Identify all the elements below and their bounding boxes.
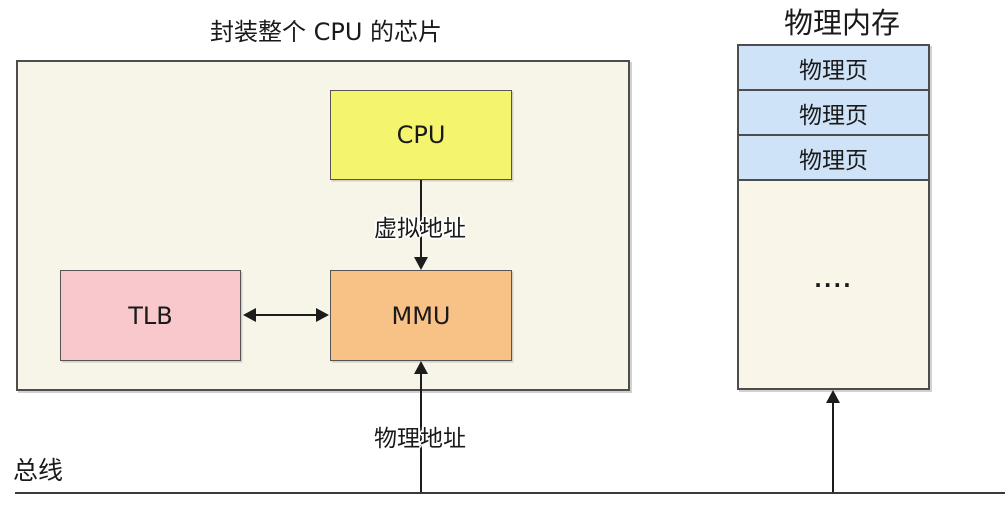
tlb-mmu-line bbox=[252, 314, 320, 316]
physical-page-cell: 物理页 bbox=[739, 46, 928, 91]
physical-page-label: 物理页 bbox=[799, 147, 868, 174]
physical-memory-box: 物理页 物理页 物理页 .... bbox=[737, 44, 930, 390]
memory-arrowhead-icon bbox=[826, 390, 840, 403]
mmu-label: MMU bbox=[391, 301, 451, 330]
tlb-box: TLB bbox=[60, 270, 241, 361]
mmu-box: MMU bbox=[330, 270, 512, 361]
bus-line bbox=[15, 492, 1005, 494]
physical-address-label: 物理地址 bbox=[374, 426, 466, 452]
virtual-address-label: 虚拟地址 bbox=[374, 216, 466, 242]
bus-label: 总线 bbox=[13, 456, 64, 485]
physical-page-label: 物理页 bbox=[799, 102, 868, 129]
cpu-label: CPU bbox=[396, 121, 446, 149]
memory-title: 物理内存 bbox=[783, 6, 900, 40]
physical-address-arrowhead-icon bbox=[414, 361, 428, 374]
tlb-label: TLB bbox=[128, 301, 173, 330]
chip-title: 封装整个 CPU 的芯片 bbox=[209, 18, 443, 46]
physical-page-cell: 物理页 bbox=[739, 91, 928, 136]
physical-page-label: 物理页 bbox=[799, 57, 868, 84]
memory-bus-line bbox=[832, 401, 834, 493]
physical-page-cell: 物理页 bbox=[739, 136, 928, 181]
physical-address-line bbox=[420, 372, 422, 493]
virtual-address-line bbox=[420, 180, 422, 258]
tlb-arrowhead-icon bbox=[243, 308, 256, 322]
virtual-address-arrowhead-icon bbox=[414, 257, 428, 270]
mmu-arrowhead-icon bbox=[316, 308, 329, 322]
cpu-box: CPU bbox=[330, 90, 512, 180]
memory-ellipsis: .... bbox=[814, 268, 853, 292]
